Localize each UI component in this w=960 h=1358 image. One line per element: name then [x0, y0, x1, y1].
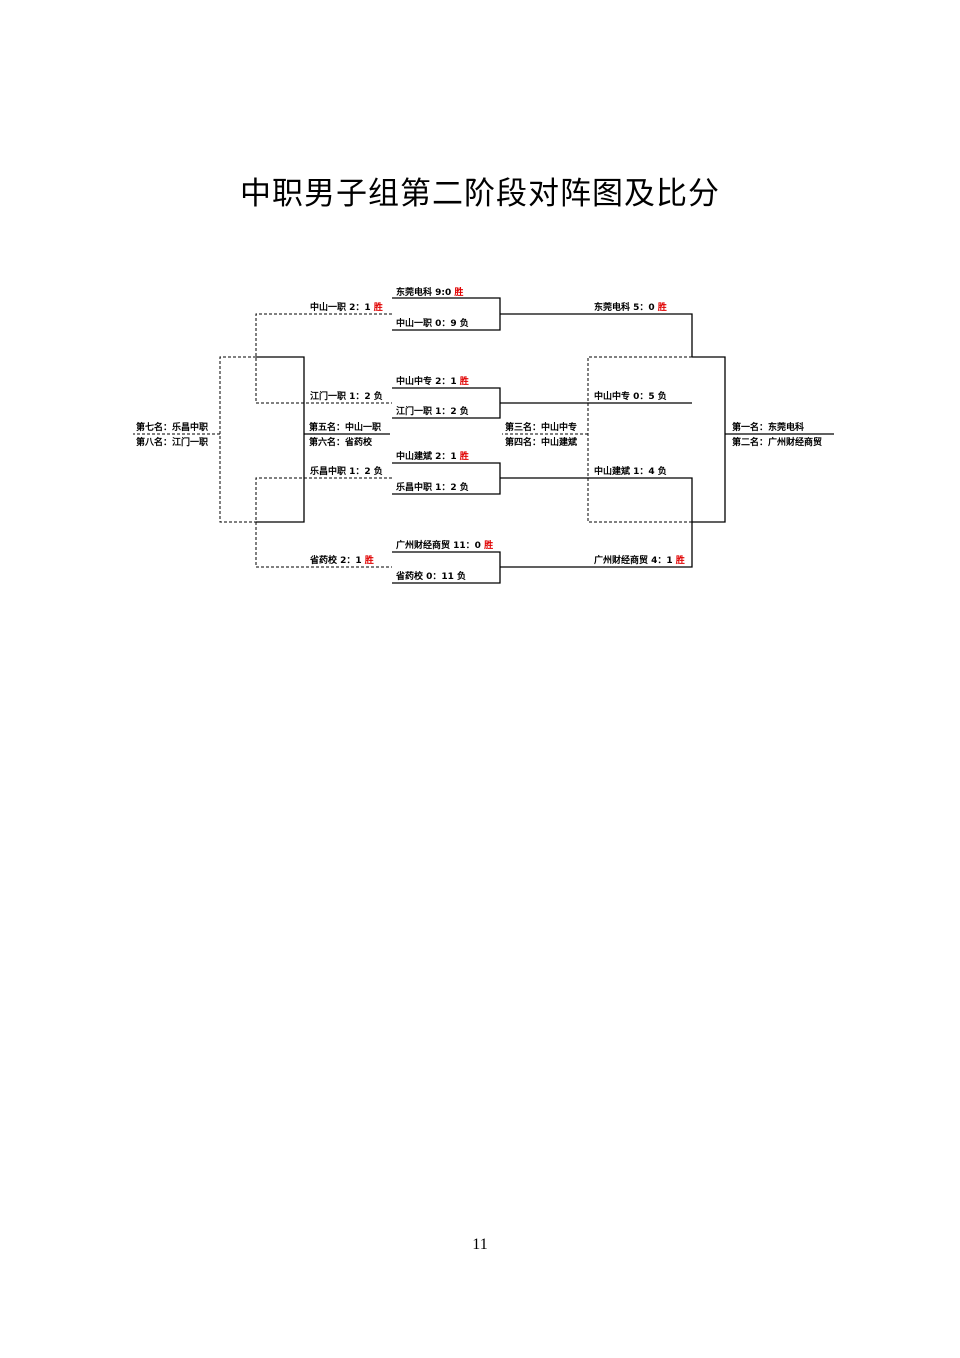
placement-connector: [256, 356, 305, 523]
page-number: 11: [472, 1236, 488, 1253]
advance-line: [500, 477, 693, 522]
third-connector: [587, 356, 692, 523]
match-label: 中山中专 0：5 负: [594, 390, 667, 402]
match-label: 中山中专 2：1 胜: [396, 375, 469, 387]
match-label: 江门一职 1：2 负: [396, 405, 469, 417]
match-label: 广州财经商贸 4：1 胜: [594, 554, 685, 566]
ranking-fifth: 第五名：中山一职: [309, 421, 381, 433]
ranking-eighth: 第八名：江门一职: [136, 436, 208, 448]
advance-line: [500, 522, 693, 568]
match-label: 中山建斌 2：1 胜: [396, 450, 469, 462]
match-label: 中山建斌 1：4 负: [594, 465, 667, 477]
loser-path: [255, 313, 392, 404]
match-label: 中山一职 2：1 胜: [310, 301, 383, 313]
ranking-second: 第二名：广州财经商贸: [732, 436, 822, 448]
match-label: 省药校 2：1 胜: [309, 554, 374, 566]
bracket-solid-lines: [256, 297, 834, 584]
match-label: 乐昌中职 1：2 负: [396, 481, 469, 493]
final-connector: [692, 356, 726, 523]
bracket-diagram: 东莞电科 9:0 胜 中山一职 0：9 负 中山中专 2：1 胜 江门一职 1：…: [133, 286, 834, 584]
ranking-first: 第一名：东莞电科: [732, 421, 804, 433]
seventh-connector: [219, 356, 256, 523]
ranking-fourth: 第四名：中山建斌: [505, 436, 577, 448]
match-label: 东莞电科 5：0 胜: [594, 301, 667, 313]
ranking-sixth: 第六名：省药校: [309, 436, 373, 448]
ranking-third: 第三名：中山中专: [505, 421, 577, 433]
match-label: 乐昌中职 1：2 负: [310, 465, 383, 477]
match-label: 省药校 0：11 负: [395, 570, 466, 582]
bracket-dashed-lines: [133, 313, 692, 568]
ranking-seventh: 第七名：乐昌中职: [136, 421, 208, 433]
match-label: 广州财经商贸 11：0 胜: [396, 539, 493, 551]
page-title: 中职男子组第二阶段对阵图及比分: [240, 176, 720, 212]
advance-line: [500, 313, 693, 357]
match-label: 中山一职 0：9 负: [396, 317, 469, 329]
match-label: 江门一职 1：2 负: [310, 390, 383, 402]
match-label: 东莞电科 9:0 胜: [396, 286, 463, 298]
